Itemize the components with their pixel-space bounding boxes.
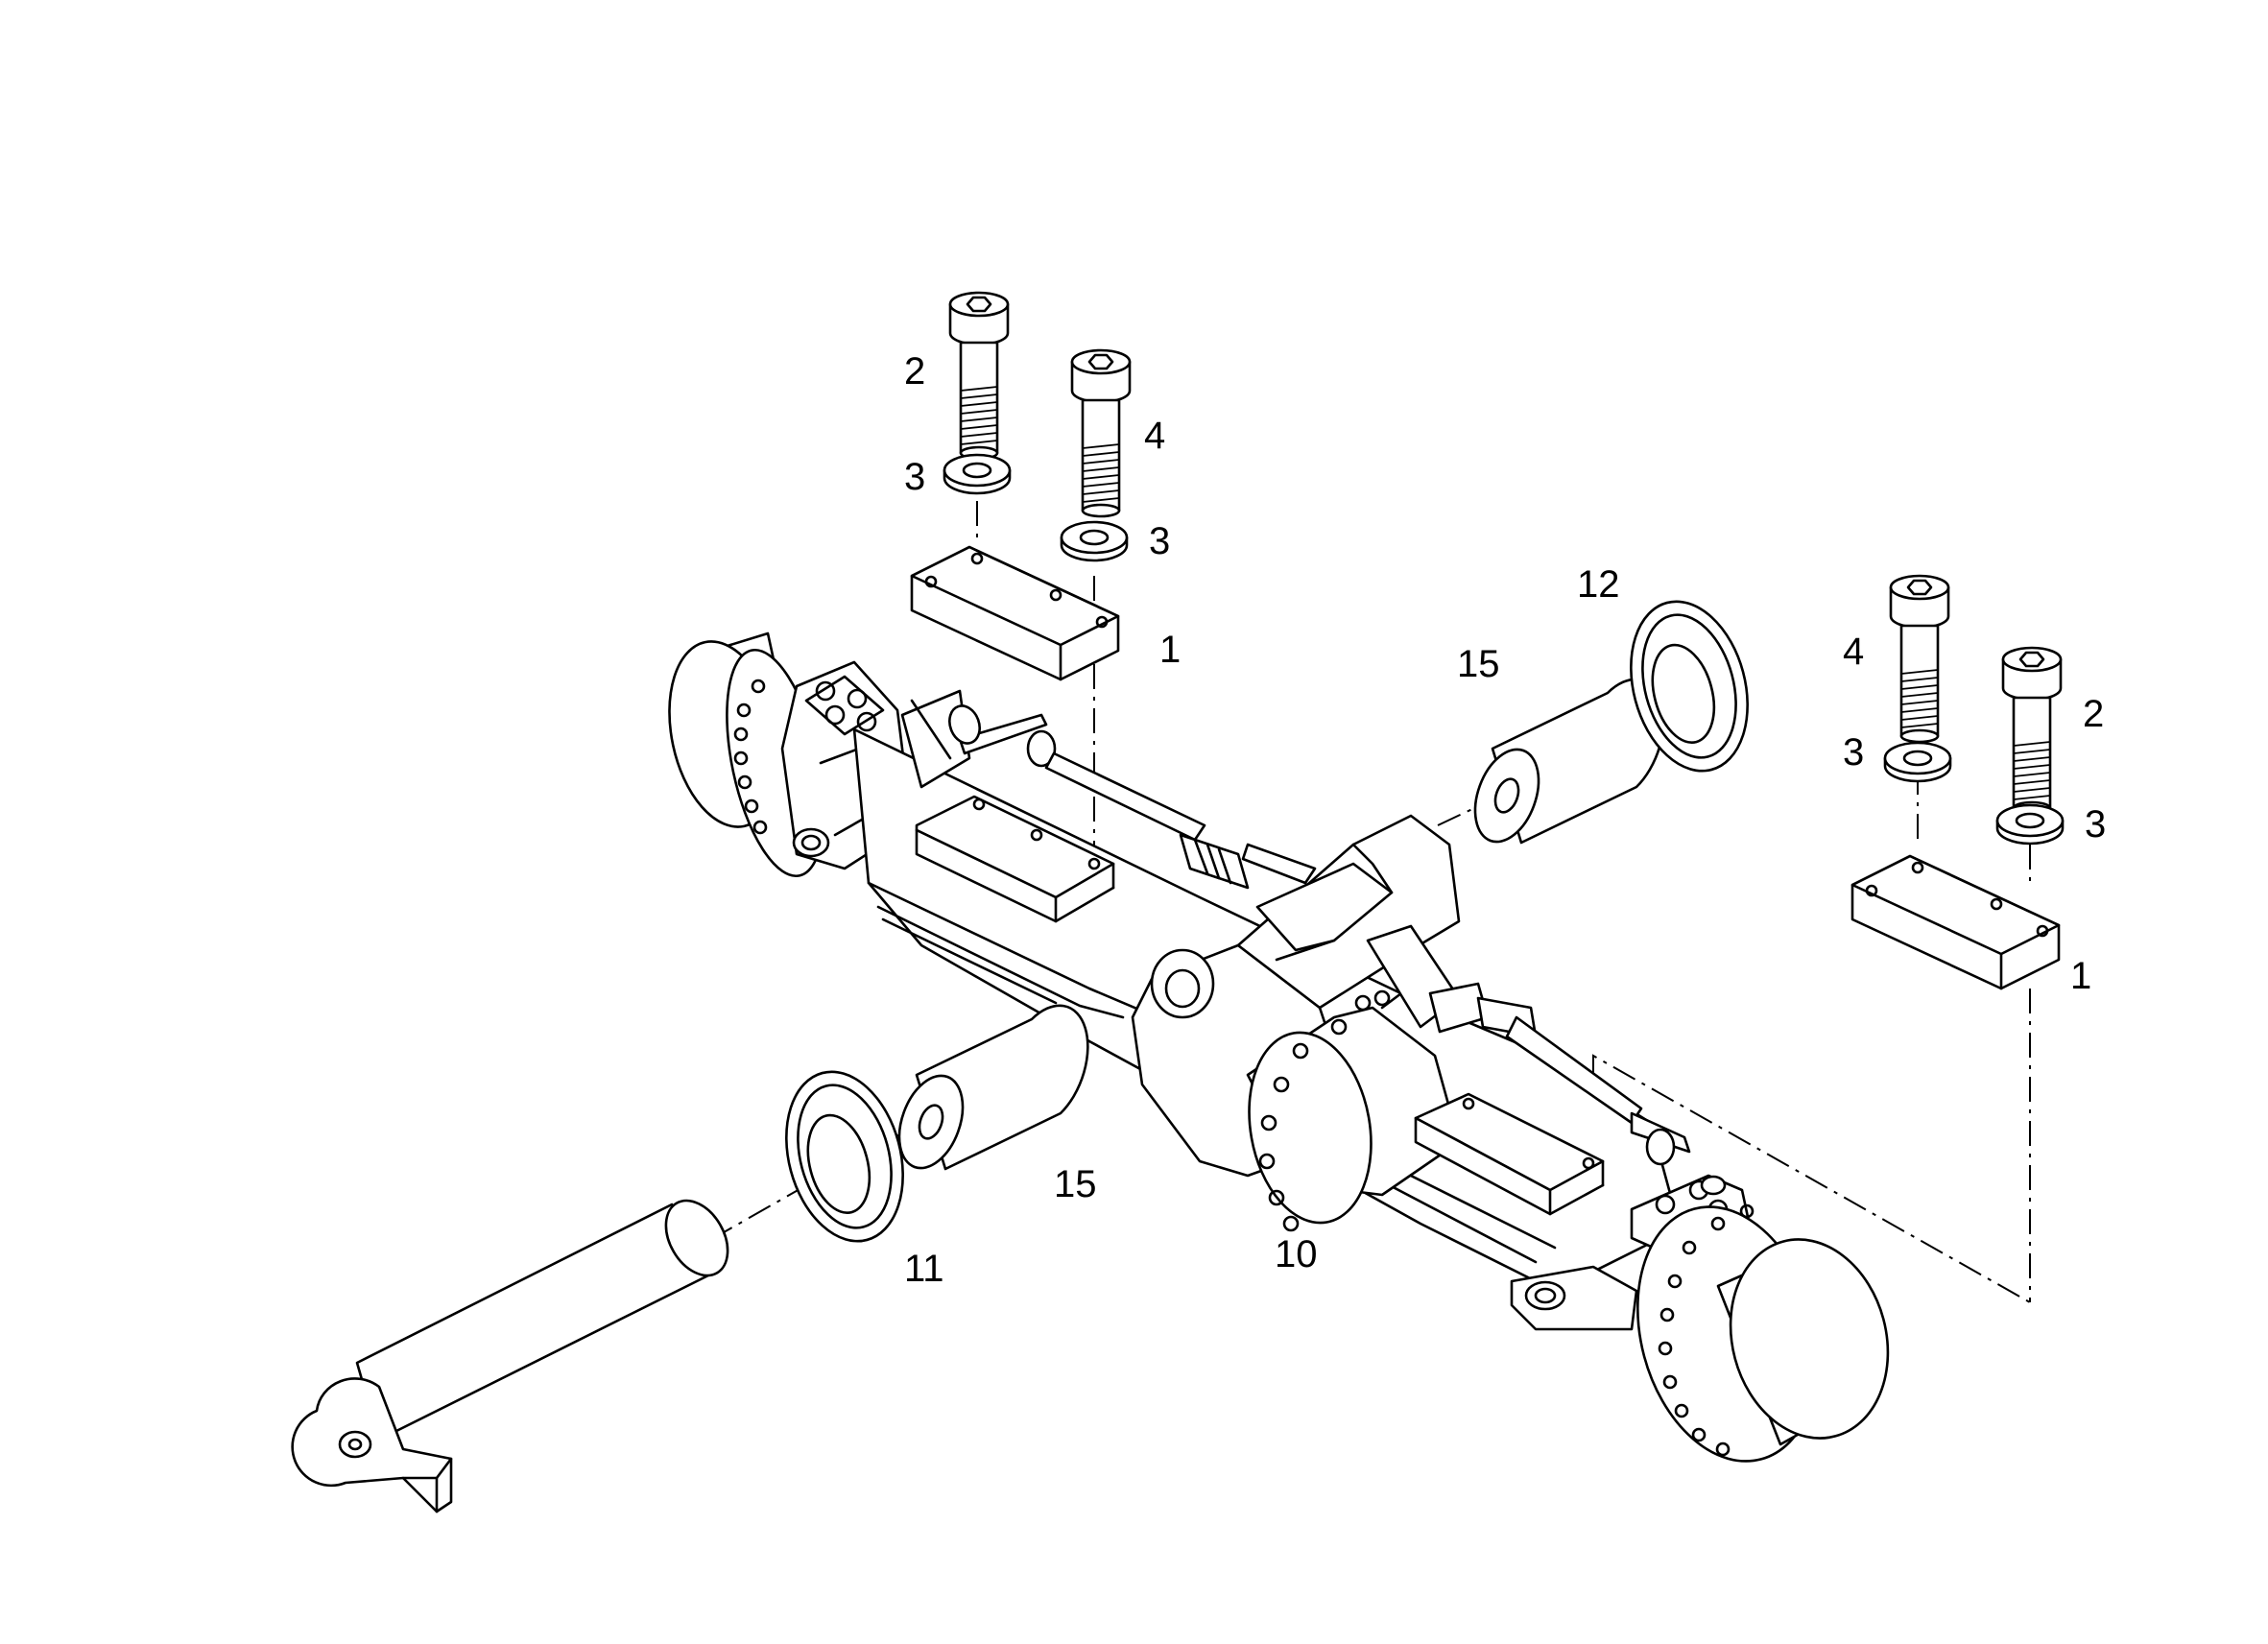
callout-15-lower: 15 [1054, 1163, 1097, 1205]
callout-4-top: 4 [1144, 415, 1165, 457]
callout-11: 11 [904, 1248, 944, 1290]
callout-2-top: 2 [904, 350, 925, 393]
ring-11 [767, 1057, 922, 1256]
callout-15-upper: 15 [1457, 643, 1500, 685]
bushing-15-upper [1462, 678, 1665, 852]
axle-housing [668, 631, 1890, 1463]
bushing-15-lower [886, 1004, 1089, 1179]
callout-10: 10 [1275, 1233, 1318, 1275]
bolt-2-top [948, 291, 1010, 461]
bolt-4-right [1889, 574, 1950, 744]
washer-3-right-left [1883, 741, 1952, 783]
callout-2-right: 2 [2083, 693, 2104, 735]
pivot-pin [291, 1199, 729, 1513]
pad-1-top [910, 545, 1120, 681]
callout-1-top: 1 [1159, 629, 1181, 671]
callout-12: 12 [1577, 563, 1620, 606]
callout-3-right-right: 3 [2085, 803, 2106, 846]
callout-3-top-right: 3 [1149, 520, 1170, 562]
washer-3-right-right [1995, 803, 2065, 846]
washer-3-top-right [1060, 520, 1129, 562]
washer-3-top-left [943, 453, 1012, 495]
callout-3-top-left: 3 [904, 456, 925, 498]
bolt-2-right [2001, 646, 2063, 816]
pad-1-right [1850, 854, 2061, 990]
callout-4-right: 4 [1843, 631, 1864, 673]
callout-labels: 2 4 3 3 1 12 15 4 2 3 3 1 15 11 10 [904, 350, 2106, 1290]
bolt-4-top [1070, 348, 1132, 518]
callout-1-right: 1 [2070, 955, 2091, 997]
callout-3-right-left: 3 [1843, 731, 1864, 774]
